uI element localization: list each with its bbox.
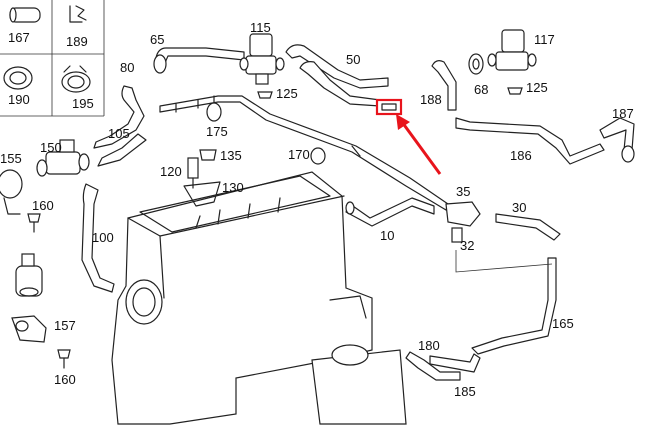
part-195-clamp: [61, 65, 91, 93]
label-157: 157: [54, 318, 76, 333]
bolt-160-top: [27, 213, 41, 233]
part-155: [0, 169, 23, 215]
part-labels: 167 189 190 195 65 80 105 115 125 50 117…: [0, 20, 634, 399]
label-100: 100: [92, 230, 114, 245]
part-189-clip: [69, 5, 87, 23]
label-130: 130: [222, 180, 244, 195]
valve-117: [487, 29, 537, 71]
label-180: 180: [418, 338, 440, 353]
highlight-arrow: [396, 114, 442, 175]
valve-115: [239, 33, 285, 85]
hose-65: [153, 47, 245, 74]
valve-150: [36, 139, 90, 177]
coolant-pipe-main: [159, 95, 449, 211]
sensor-120: [187, 157, 199, 189]
label-160-bottom: 160: [54, 372, 76, 387]
pipe-165: [455, 250, 557, 355]
label-167: 167: [8, 30, 30, 45]
grommet-125-left: [257, 91, 273, 99]
part-135: [199, 149, 217, 161]
grommet-125-right: [507, 87, 523, 95]
plug-170: [310, 147, 326, 165]
label-155: 155: [0, 151, 22, 166]
hose-80: [93, 85, 147, 167]
label-120: 120: [160, 164, 182, 179]
highlighted-part: [375, 98, 403, 116]
label-185: 185: [454, 384, 476, 399]
clip-175: [206, 95, 222, 122]
label-35: 35: [456, 184, 470, 199]
label-68: 68: [474, 82, 488, 97]
label-187: 187: [612, 106, 634, 121]
hose-30: [495, 213, 561, 241]
hose-10: [345, 197, 435, 227]
pipe-180: [405, 351, 481, 381]
hose-50: [285, 44, 389, 107]
bolt-160-bottom: [57, 349, 71, 369]
part-167-sleeve: [9, 7, 41, 23]
label-170: 170: [288, 147, 310, 162]
label-150: 150: [40, 140, 62, 155]
expansion-tank: [311, 344, 407, 425]
label-175: 175: [206, 124, 228, 139]
bracket-130: [183, 181, 221, 207]
label-125-right: 125: [526, 80, 548, 95]
hose-188: [431, 60, 457, 111]
label-195: 195: [72, 96, 94, 111]
part-68: [468, 53, 484, 75]
label-32: 32: [460, 238, 474, 253]
label-165: 165: [552, 316, 574, 331]
label-105: 105: [108, 126, 130, 141]
label-115: 115: [250, 20, 271, 35]
thermostat-35: [445, 201, 481, 243]
label-80: 80: [120, 60, 134, 75]
part-157: [11, 315, 47, 343]
engine-block: [111, 171, 373, 425]
pipe-186: [455, 117, 635, 165]
label-10: 10: [380, 228, 394, 243]
label-117: 117: [534, 32, 555, 47]
label-160-top: 160: [32, 198, 54, 213]
label-186: 186: [510, 148, 532, 163]
part-190-clamp: [3, 66, 33, 90]
label-135: 135: [220, 148, 242, 163]
part-pump-left: [15, 253, 43, 297]
label-65: 65: [150, 32, 164, 47]
label-189: 189: [66, 34, 88, 49]
label-30: 30: [512, 200, 526, 215]
inset-grid: [0, 0, 105, 117]
label-50: 50: [346, 52, 360, 67]
hose-100: [81, 183, 115, 293]
label-125-left: 125: [276, 86, 298, 101]
label-188: 188: [420, 92, 442, 107]
label-190: 190: [8, 92, 30, 107]
